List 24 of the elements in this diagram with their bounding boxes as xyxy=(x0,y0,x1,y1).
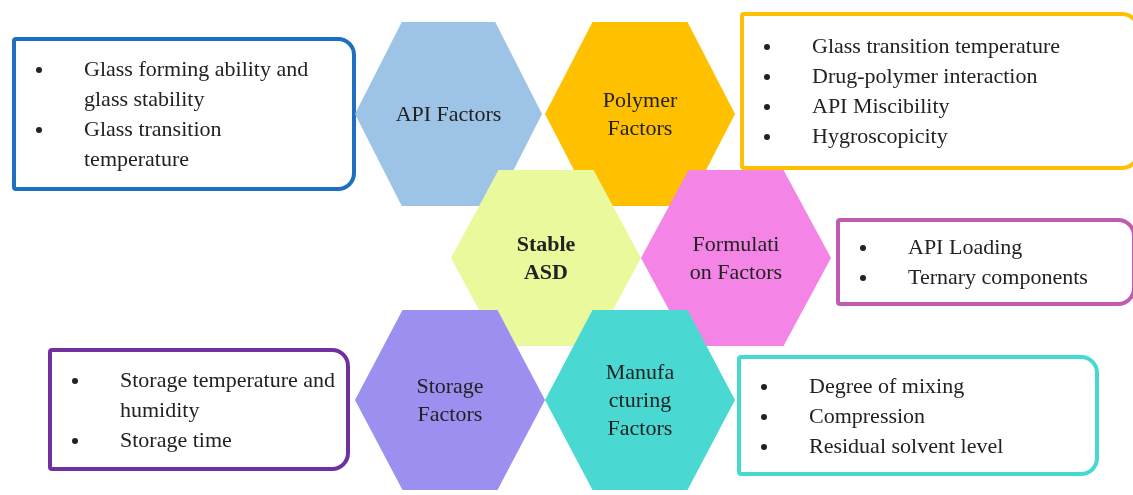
bullet-item: Drug-polymer interaction xyxy=(812,62,1038,90)
bullet-item: Glass transition temperature xyxy=(812,32,1061,60)
bullet-item: Glass forming ability and glass stability xyxy=(84,55,310,113)
bullet-list-card xyxy=(737,355,1099,476)
hexagon-label: Formulati on Factors xyxy=(688,230,784,286)
bullet-item: Storage time xyxy=(120,425,232,454)
hexagon-label: Manufa cturing Factors xyxy=(604,358,676,442)
bullet-item: Glass transition temperature xyxy=(84,115,223,173)
bullet-item: Storage temperature and humidity xyxy=(120,365,335,424)
bullet-list-card xyxy=(12,37,356,191)
hexagon-label: Polymer Factors xyxy=(601,86,679,142)
bullet-item: API Loading xyxy=(908,233,1023,261)
bullet-item: Residual solvent level xyxy=(809,431,1004,460)
bullet-item: Degree of mixing xyxy=(809,371,965,400)
bullet-list-card xyxy=(836,218,1133,306)
hexagon-label: API Factors xyxy=(394,100,503,128)
bullet-list-card xyxy=(740,12,1133,170)
hexagon-label: Storage Factors xyxy=(415,372,485,428)
bullet-item: API Miscibility xyxy=(812,92,950,120)
bullet-item: Hygroscopicity xyxy=(812,122,948,150)
hexagon-label: Stable ASD xyxy=(515,230,577,286)
bullet-item: Compression xyxy=(809,401,926,430)
bullet-item: Ternary components xyxy=(908,263,1088,291)
bullet-list-card xyxy=(48,348,350,471)
